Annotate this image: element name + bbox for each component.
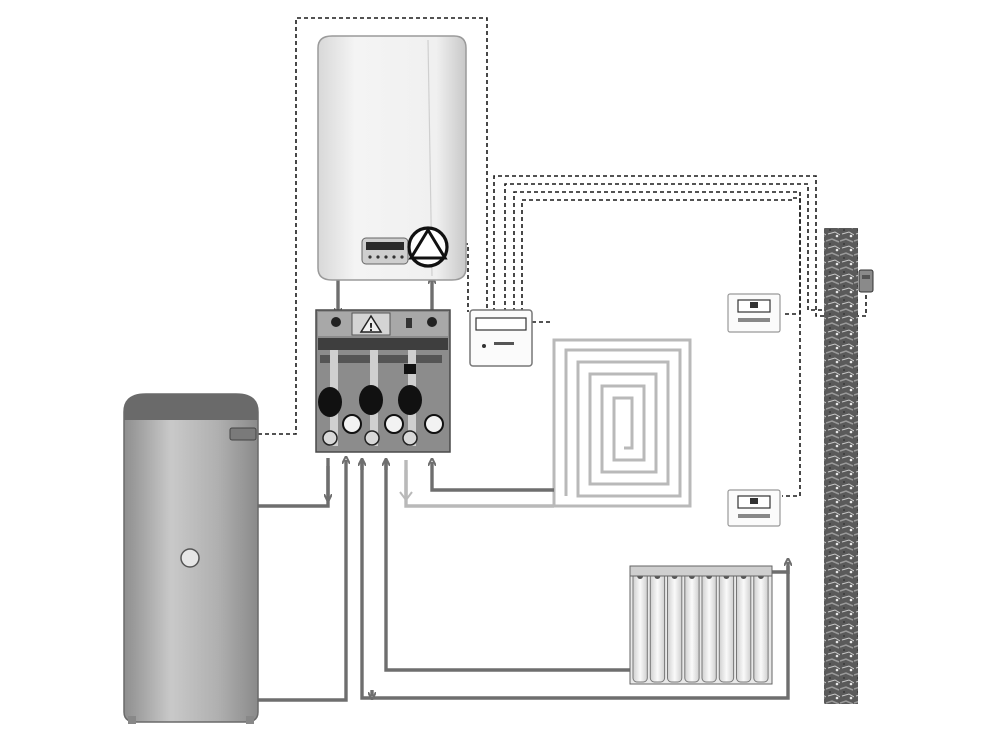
room-thermostat-upper (727, 293, 781, 333)
radiator-section (684, 569, 700, 683)
radiator (629, 565, 773, 685)
radiator-section (736, 569, 752, 683)
exterior-wall (824, 228, 858, 704)
room-thermostat-lower (727, 489, 781, 527)
pump-triangle-icon (407, 226, 449, 268)
warning-triangle-icon: ! (351, 312, 391, 336)
warning-symbol: ! (368, 321, 373, 334)
control-wiring (258, 17, 867, 497)
floor-heating-loop (552, 338, 692, 508)
radiator-section (718, 569, 735, 683)
radiator-section (753, 569, 769, 683)
wall-boiler (317, 35, 467, 281)
radiator-section (632, 569, 648, 683)
outdoor-sensor (858, 269, 874, 293)
radiator-section (701, 569, 717, 683)
controller (469, 309, 533, 367)
radiator-section (649, 569, 666, 683)
pipes (258, 278, 788, 702)
radiator-section (667, 569, 683, 683)
water-tank (123, 393, 259, 724)
